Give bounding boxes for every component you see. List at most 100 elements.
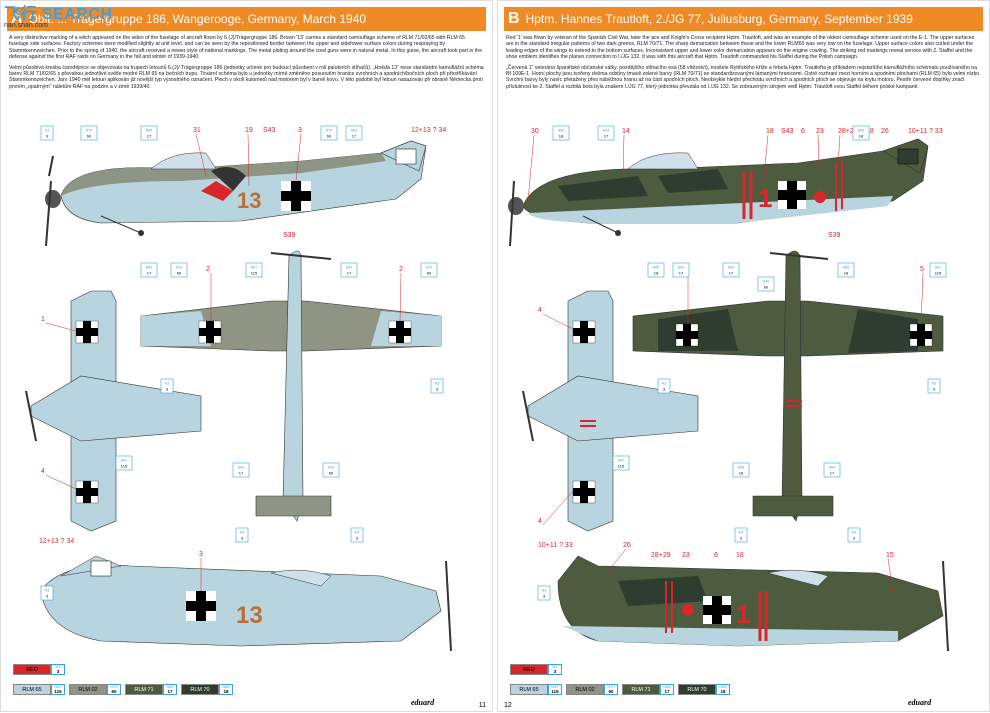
- callout-leaders-left: [45, 133, 402, 591]
- code-tag: H67: [618, 459, 624, 463]
- callout: 1: [41, 316, 45, 323]
- code-tag: H64: [346, 266, 352, 270]
- color-code-tags-right: H65 18 H64 17 H65 18 H65 18 H64 17: [537, 125, 947, 601]
- profile-title: Hptm. Hannes Trautloft, 2./JG 77, Julius…: [525, 12, 913, 26]
- profile-b-drawings: 1: [508, 125, 949, 652]
- code-tag: H70: [328, 466, 334, 470]
- code-tag: H70: [426, 266, 432, 270]
- code-tag: H70: [763, 280, 769, 284]
- code-tag: 115: [121, 464, 128, 469]
- callout: 3: [199, 551, 203, 558]
- code-tag: H3: [542, 589, 547, 593]
- code-tag: H65: [858, 129, 864, 133]
- page-number: 12: [504, 702, 512, 709]
- code-tag: H64: [603, 129, 609, 133]
- callout: 31: [193, 127, 201, 134]
- callouts-right: 30 14 18 S43 6 23 28+29 18 26 10+11 ? 33…: [531, 128, 943, 559]
- page-number: 11: [478, 702, 486, 709]
- callout-leaders-right: [527, 134, 924, 592]
- code-tag: 17: [147, 271, 152, 276]
- code-tag: 18: [844, 271, 849, 276]
- brand-logo: eduard: [411, 698, 435, 707]
- code-tag: 18: [654, 271, 659, 276]
- callouts-left: 31 19 S43 3 12+13 ? 34 S39 2 2 1 4 3 12+…: [39, 127, 446, 558]
- code-tag: 60: [427, 271, 432, 276]
- code-tag: 60: [87, 134, 92, 139]
- code-tag: 17: [352, 134, 357, 139]
- code-tag: 3: [663, 387, 666, 392]
- callout: 6: [801, 128, 805, 135]
- callout: 23: [816, 128, 824, 135]
- swatch-label: RED: [13, 664, 51, 675]
- callout: 2: [206, 266, 210, 273]
- code-tag: 3: [46, 134, 49, 139]
- swatch-label: RED: [510, 664, 548, 675]
- callout: 3: [298, 127, 302, 134]
- callout: 10+11 ? 33: [908, 128, 943, 135]
- side-view-right-bottom: 1: [557, 555, 949, 652]
- code-tag: H3: [45, 589, 50, 593]
- callout: S39: [828, 232, 841, 239]
- callout: 18: [736, 552, 744, 559]
- page-left: A Oblt. ... Trägergruppe 186, Wangerooge…: [0, 0, 493, 712]
- callout: 4: [538, 518, 542, 525]
- callout: 4: [41, 468, 45, 475]
- code-tag: 3: [46, 594, 49, 599]
- code-tag: H67: [251, 266, 257, 270]
- fuselage-number-13: 13: [237, 188, 261, 213]
- profile-description: A very distinctive marking of a witch ap…: [9, 35, 484, 94]
- watermark: 飞行 SEARCH: [4, 6, 113, 23]
- code-tag: H64: [146, 266, 152, 270]
- code-tag: 60: [327, 134, 332, 139]
- callout: 6: [714, 552, 718, 559]
- code-tag: 17: [729, 271, 734, 276]
- side-view-left-bottom: 13: [40, 555, 452, 652]
- callout: 19: [245, 127, 253, 134]
- code-tag: H3: [45, 129, 50, 133]
- code-tag: 3: [241, 536, 244, 541]
- swatch-label: RLM 71: [125, 684, 163, 695]
- code-tag: H64: [678, 266, 684, 270]
- callout: 4: [538, 307, 542, 314]
- callout: 18: [866, 128, 874, 135]
- brand-logo: eduard: [908, 698, 932, 707]
- code-tag: H65: [738, 466, 744, 470]
- fuselage-number-1-lower: 1: [736, 599, 750, 629]
- top-view-left: [140, 250, 442, 522]
- code-tag: 18: [859, 134, 864, 139]
- fuselage-number-1: 1: [758, 183, 772, 213]
- code-tag: 3: [933, 387, 936, 392]
- code-tag: 3: [853, 536, 856, 541]
- callout: S43: [263, 127, 276, 134]
- code-tag: H64: [351, 129, 357, 133]
- profile-title: Oblt. ... Trägergruppe 186, Wangerooge, …: [28, 12, 367, 26]
- code-tag: H3: [932, 382, 937, 386]
- side-view-left-top: 13: [45, 140, 427, 247]
- profile-description: Red '1' was flown by veteran of the Span…: [506, 35, 981, 94]
- bottom-view-left: [25, 290, 202, 532]
- code-tag: H67: [121, 459, 127, 463]
- callout: 18: [766, 128, 774, 135]
- code-tag: 3: [436, 387, 439, 392]
- code-tag: H64: [146, 129, 152, 133]
- code-tag: 3: [356, 536, 359, 541]
- callout: S43: [781, 128, 794, 135]
- description-czech: „Červená 1“ veterána španělské občanské …: [506, 64, 981, 90]
- callout: 5: [920, 266, 924, 273]
- swatch-label: RLM 65: [510, 684, 548, 695]
- side-view-right-top: 1: [508, 138, 929, 247]
- code-tag: H64: [829, 466, 835, 470]
- code-tag: 17: [347, 271, 352, 276]
- bottom-view-right: [522, 290, 699, 532]
